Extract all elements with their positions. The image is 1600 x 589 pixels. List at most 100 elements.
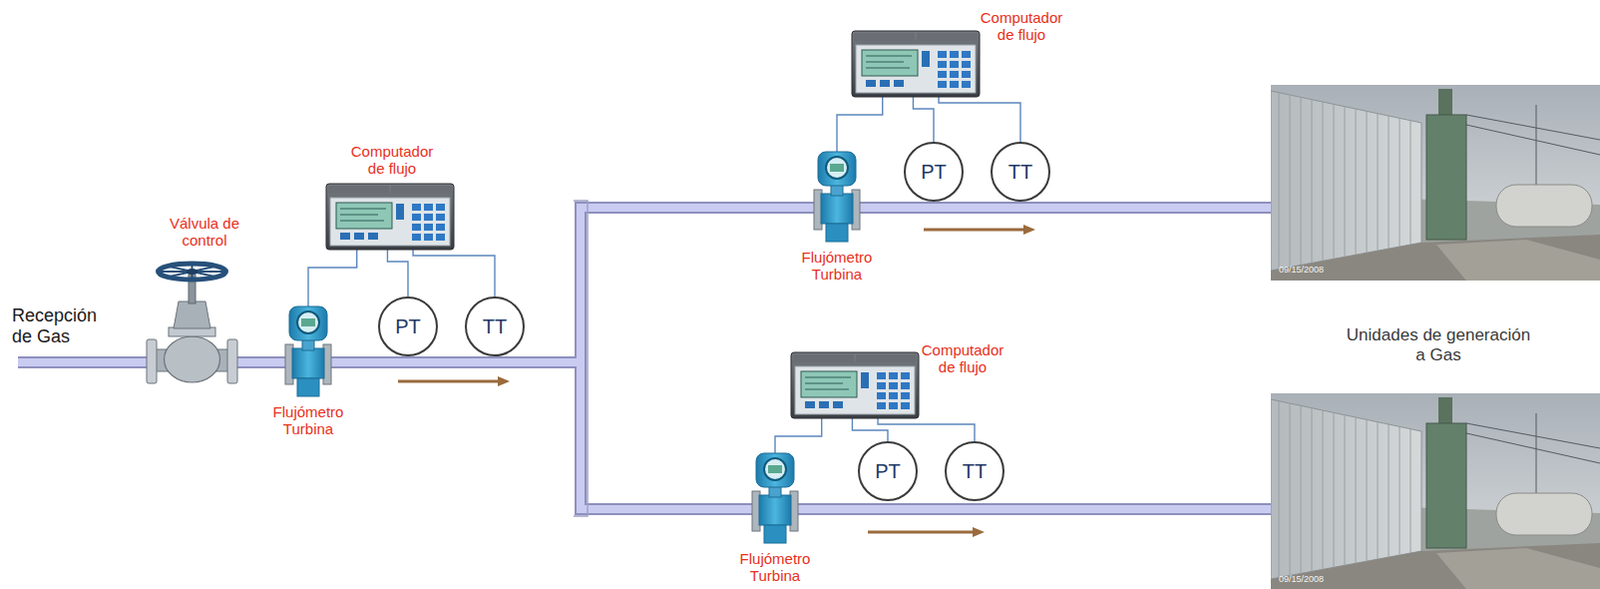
- keypad-key: [949, 50, 959, 58]
- part-name: Flujómetro Turbina: [727, 550, 823, 585]
- enclosure-rib: [1311, 407, 1313, 572]
- instrument-circle: TT: [990, 141, 1051, 202]
- generator-enclosure: [1270, 90, 1422, 271]
- green-equipment: [1426, 114, 1467, 240]
- keypad-key: [937, 70, 947, 78]
- signal-wire: [412, 249, 495, 297]
- keypad-key: [937, 50, 947, 58]
- case-lid: [916, 32, 978, 41]
- soft-key: [832, 400, 843, 408]
- enclosure-rib: [1399, 425, 1401, 555]
- keypad-key: [888, 392, 898, 400]
- keypad-key: [876, 382, 886, 390]
- meter-display: [764, 457, 787, 480]
- part-name: Computador de flujo: [344, 143, 440, 178]
- enclosure-rib: [1344, 414, 1346, 566]
- keypad-key: [411, 223, 421, 231]
- front-panel: [795, 366, 915, 414]
- flow-computer: Computador de flujo: [326, 183, 454, 250]
- signal-wire: [836, 96, 883, 152]
- enclosure-rib: [1311, 99, 1313, 264]
- computer-case: [851, 30, 980, 97]
- instrument-circle: PT: [857, 440, 918, 501]
- instrument-circle: TT: [464, 296, 525, 357]
- meter-base: [297, 378, 320, 397]
- soft-key: [368, 232, 379, 240]
- keypad-key: [411, 203, 421, 211]
- turbine-flowmeter-picture: [812, 151, 861, 247]
- case-lid: [391, 185, 452, 194]
- meter-base: [825, 223, 848, 242]
- keypad-key: [411, 213, 421, 221]
- photo-sky: [1270, 84, 1600, 281]
- flow-computer-picture: [791, 352, 919, 418]
- keypad-key: [900, 401, 910, 409]
- enclosure-rib: [1366, 418, 1368, 561]
- keypad-key: [949, 80, 959, 88]
- enclosure-rib: [1278, 400, 1280, 578]
- instrument-circle: PT: [903, 141, 964, 202]
- enclosure-rib: [1377, 421, 1379, 559]
- instrument-tag: PT: [920, 160, 947, 184]
- soft-key: [865, 79, 876, 87]
- instrument-tag: TT: [962, 459, 987, 483]
- handwheel: [158, 263, 227, 280]
- photo-sky: [1270, 393, 1600, 589]
- keypad-key: [435, 213, 445, 221]
- instrument-circle: PT: [378, 296, 438, 357]
- turbine-flowmeter: Flujómetro Turbina: [812, 151, 861, 247]
- flow-computer: Computador de flujo: [851, 30, 980, 97]
- enclosure-rib: [1333, 103, 1335, 259]
- meter-display-screen: [829, 163, 844, 172]
- gas-pipe-outline: [580, 207, 1273, 509]
- enclosure-rib: [1410, 428, 1412, 553]
- signal-wire: [775, 417, 822, 453]
- case-lid: [855, 354, 917, 363]
- instrument-circle: TT: [944, 440, 1005, 501]
- part-name: Computador de flujo: [973, 9, 1070, 44]
- keypad-key: [937, 80, 947, 88]
- lcd-screen: [861, 49, 918, 76]
- case-lid: [853, 32, 915, 41]
- soft-key: [354, 232, 365, 240]
- flow-computer-picture: [326, 183, 454, 250]
- control-valve: Válvula de control: [144, 261, 240, 387]
- flow-computer: Computador de flujo: [791, 352, 919, 418]
- turbine-flowmeter-picture: [284, 306, 333, 401]
- pipe-junction: [573, 200, 588, 516]
- photo-date: 09/15/2008: [1278, 264, 1359, 275]
- keypad-key: [411, 233, 421, 241]
- keypad-key: [937, 60, 947, 68]
- tank: [1496, 492, 1593, 535]
- enclosure-rib: [1388, 423, 1390, 557]
- tank: [1496, 184, 1593, 227]
- enclosure-rib: [1366, 110, 1368, 253]
- keypad-key: [423, 203, 433, 211]
- flow-arrow-head: [972, 526, 985, 537]
- flow-arrow: [398, 380, 500, 384]
- handwheel-hub: [186, 268, 199, 275]
- lcd-lines: [865, 55, 912, 68]
- signal-wire: [308, 249, 358, 307]
- keypad-key: [900, 382, 910, 390]
- meter-body: [759, 494, 792, 525]
- enclosure-rib: [1410, 120, 1412, 245]
- keypad-key: [900, 372, 910, 380]
- meter-body: [820, 193, 853, 224]
- keypad-key: [961, 80, 971, 88]
- meter-display-screen: [301, 318, 316, 327]
- front-panel: [855, 44, 976, 93]
- enclosure-rib: [1289, 94, 1291, 267]
- soft-key: [879, 79, 890, 87]
- instrument-tag: PT: [874, 459, 901, 483]
- road: [1436, 239, 1600, 281]
- turbine-flowmeter-picture: [751, 452, 800, 548]
- flow-arrow-head: [497, 376, 510, 387]
- road: [1436, 547, 1600, 589]
- keypad-key: [876, 401, 886, 409]
- part-name: Flujómetro Turbina: [789, 249, 885, 284]
- valve-flange: [227, 339, 238, 384]
